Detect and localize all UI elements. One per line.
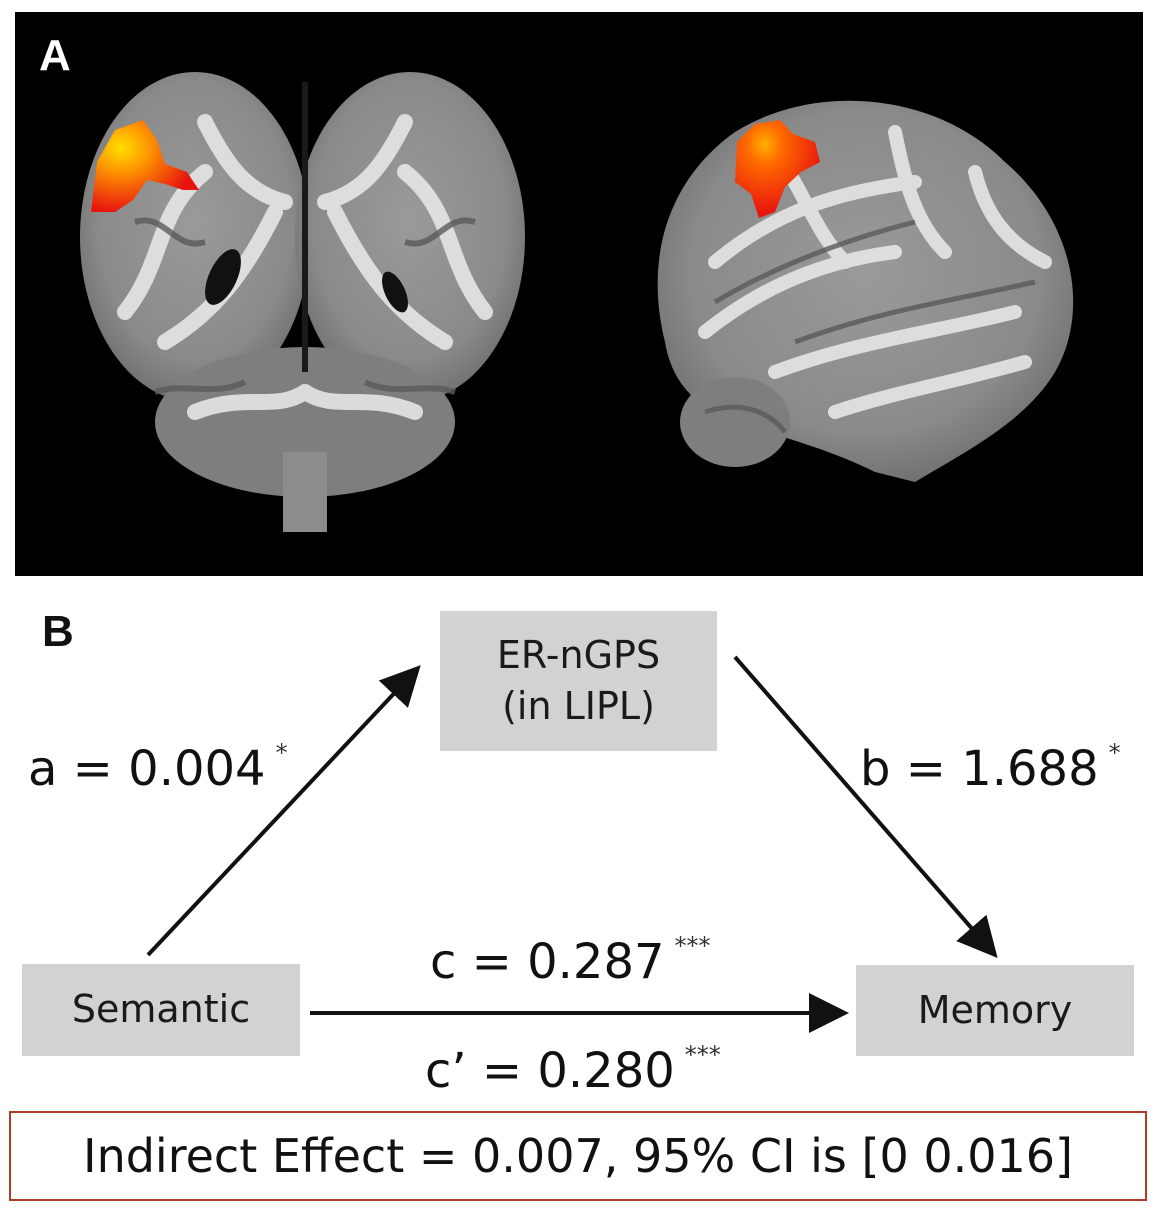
arrow-a	[146, 665, 421, 957]
indirect-effect-text: Indirect Effect = 0.007, 95% CI is [0 0.…	[83, 1129, 1073, 1183]
path-c-prime-coefficient: c’ = 0.280***	[425, 1043, 721, 1095]
path-a-coefficient: a = 0.004*	[28, 741, 288, 793]
mediator-label-line2: (in LIPL)	[502, 684, 655, 728]
activation-sagittal	[735, 120, 820, 218]
outcome-label: Memory	[917, 987, 1073, 1032]
path-c-coefficient: c = 0.287***	[430, 934, 711, 986]
brain-slices	[80, 72, 1074, 532]
coronal-slice	[80, 72, 525, 532]
brain-image-panel: A	[15, 12, 1143, 576]
panel-b-label: B	[42, 607, 74, 656]
mediator-label-line1: ER-nGPS	[496, 632, 661, 677]
path-b-label: b = 1.688	[860, 741, 1099, 797]
arrow-b	[733, 655, 998, 959]
mediator-box: ER-nGPS (in LIPL)	[440, 611, 717, 751]
path-a-significance: *	[275, 739, 288, 767]
path-a-label: a = 0.004	[28, 741, 266, 797]
panel-a-label: A	[39, 31, 71, 80]
predictor-label: Semantic	[71, 987, 251, 1032]
path-c-label: c = 0.287	[430, 934, 665, 990]
outcome-box: Memory	[856, 965, 1134, 1056]
path-c-prime-significance: ***	[684, 1041, 721, 1069]
indirect-effect-box: Indirect Effect = 0.007, 95% CI is [0 0.…	[9, 1111, 1147, 1201]
path-b-coefficient: b = 1.688*	[860, 741, 1121, 793]
predictor-box: Semantic	[22, 964, 300, 1056]
activation-coronal	[91, 120, 199, 212]
path-b-significance: *	[1108, 739, 1121, 767]
sagittal-slice	[657, 100, 1074, 482]
path-c-prime-label: c’ = 0.280	[425, 1043, 675, 1099]
path-c-significance: ***	[674, 932, 711, 960]
